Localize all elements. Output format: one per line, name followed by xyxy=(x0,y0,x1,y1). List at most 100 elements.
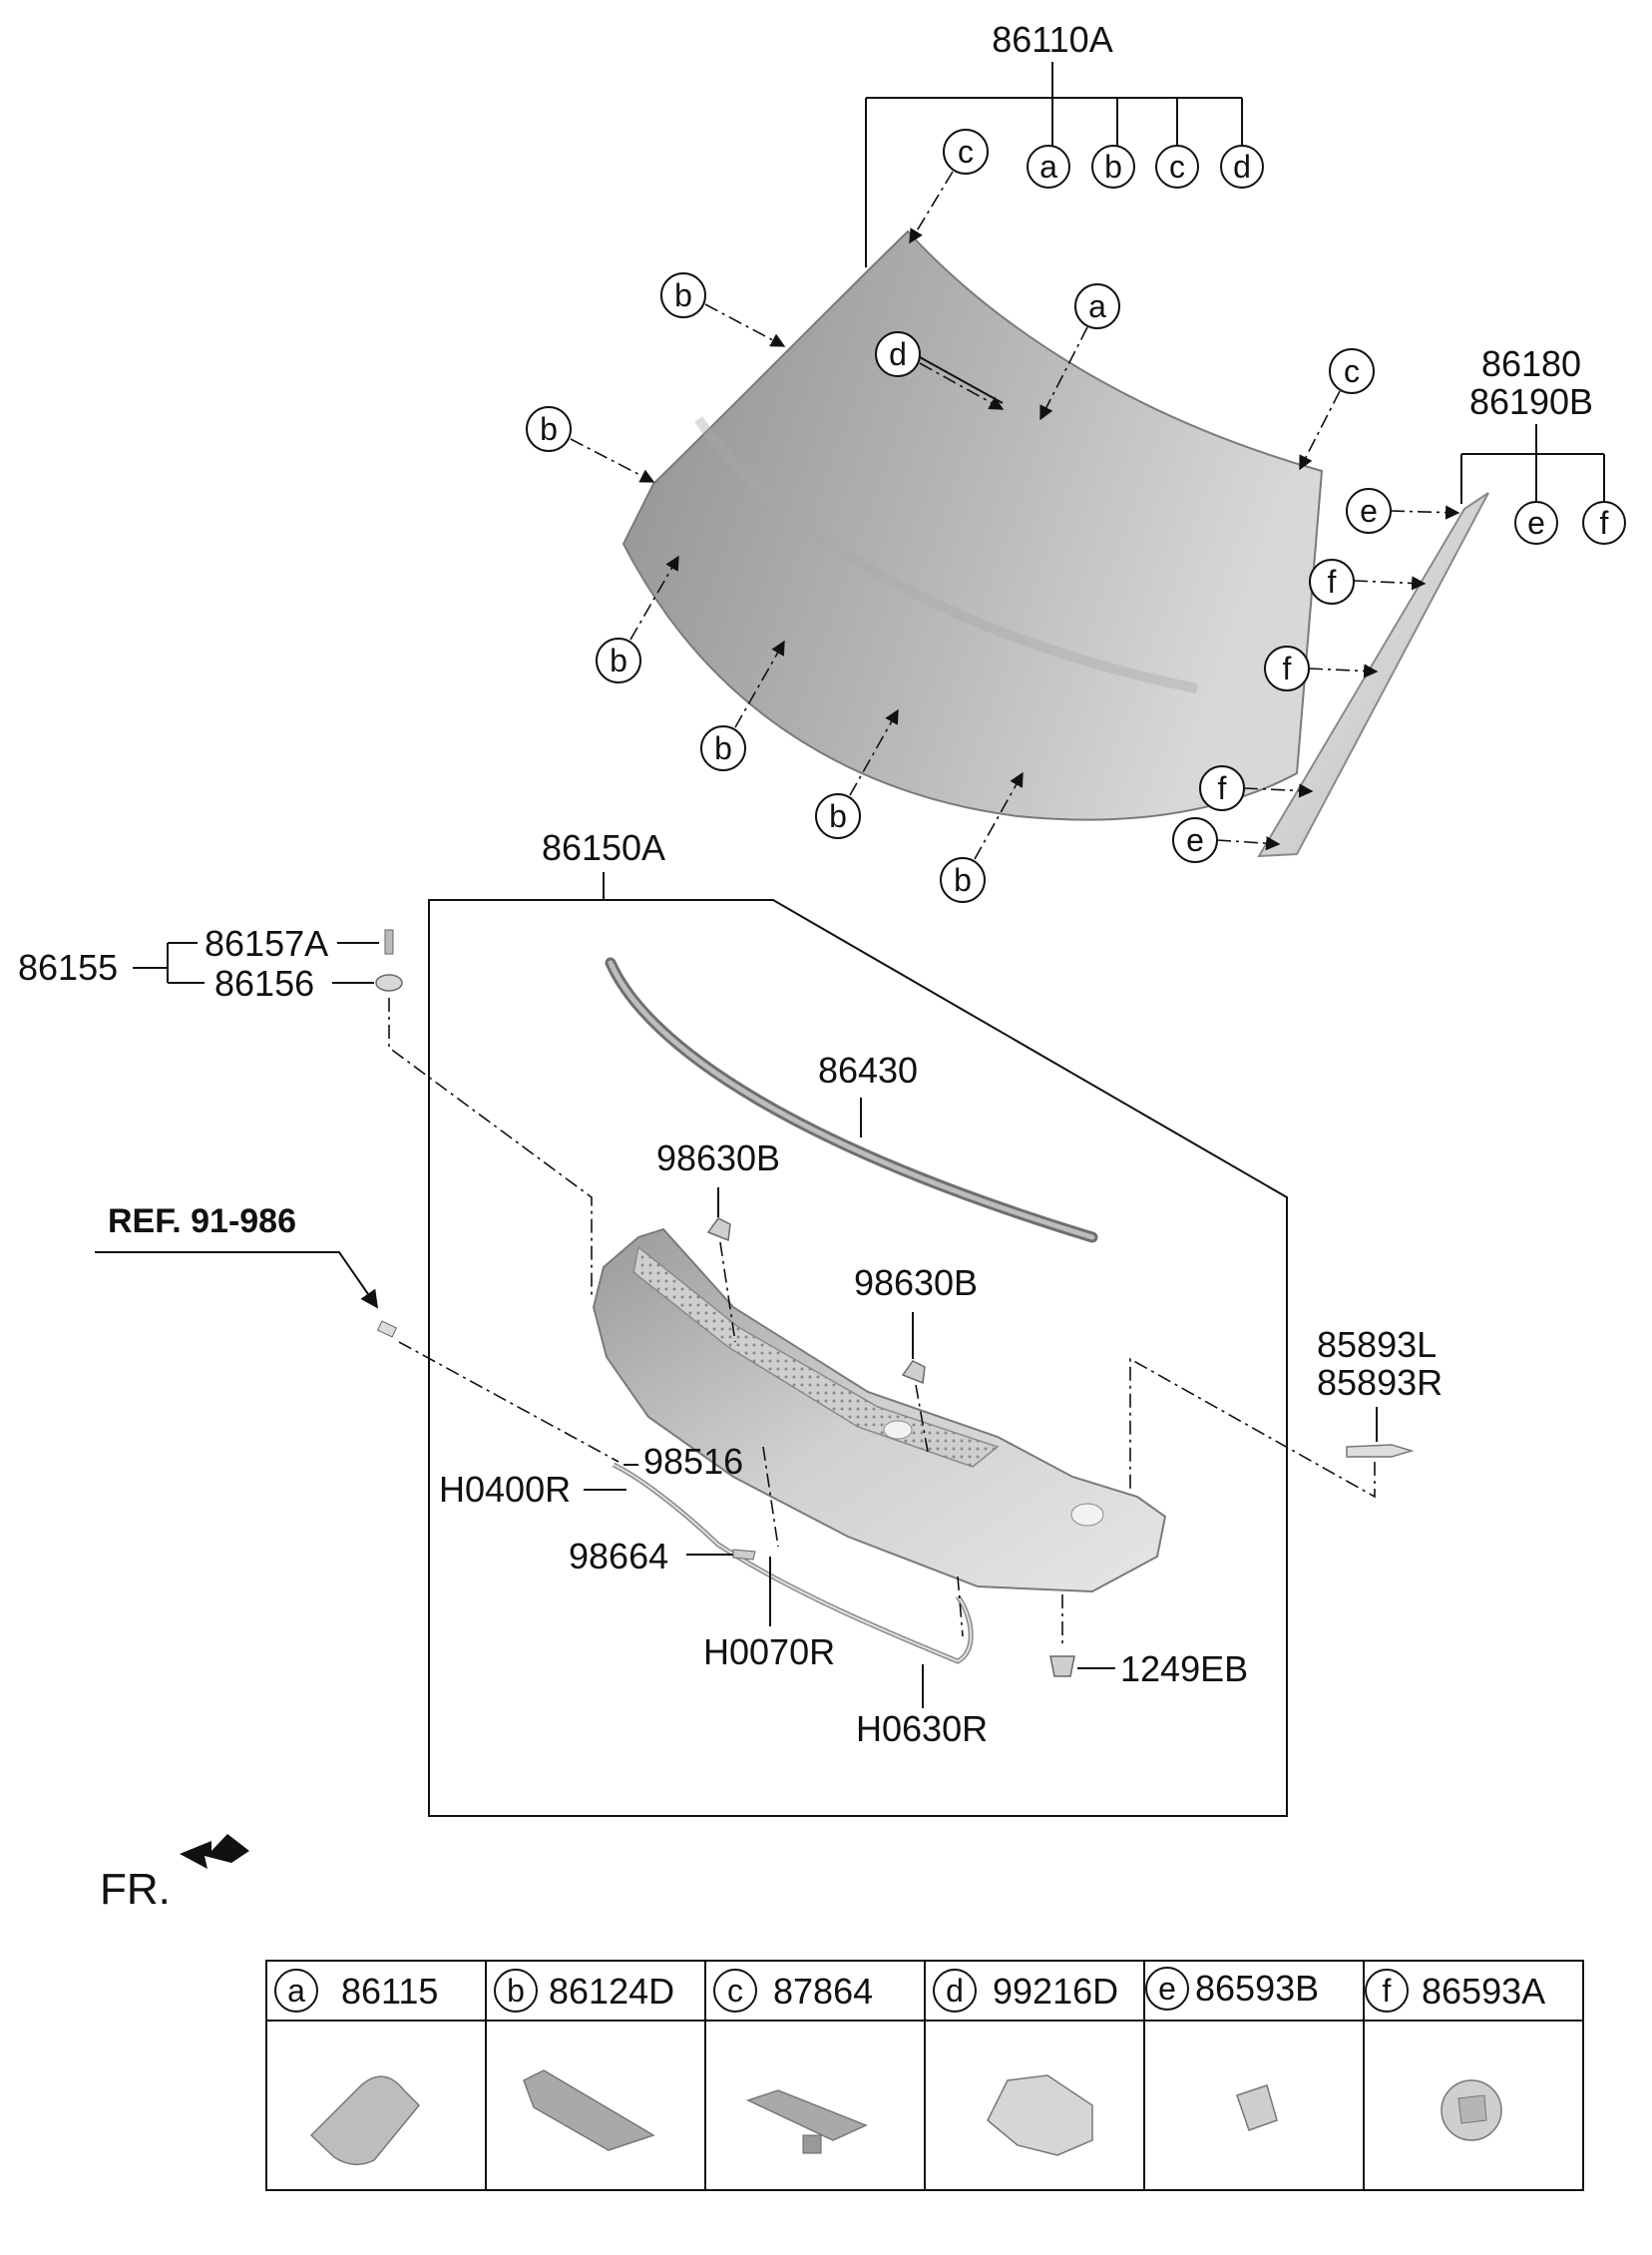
svg-text:b: b xyxy=(507,1973,525,2009)
weatherstrip-label[interactable]: 86430 xyxy=(818,1050,918,1091)
legend-image-b xyxy=(523,2069,655,2151)
windshield-group: 86110A a b c d c b b d a xyxy=(526,19,1375,903)
windshield-callout-c-top[interactable]: c xyxy=(909,129,989,244)
legend-part-e: 86593B xyxy=(1195,1968,1319,2009)
molding-part-number-1[interactable]: 86180 xyxy=(1481,343,1581,384)
fastener-parent-label[interactable]: 86155 xyxy=(18,947,118,988)
legend-image-f-center xyxy=(1457,2094,1487,2124)
clip-label-2[interactable]: 98630B xyxy=(854,1262,978,1303)
molding-callout-e-top[interactable]: e xyxy=(1346,488,1460,534)
legend-cell-d[interactable]: d 99216D xyxy=(933,1969,1118,2156)
grommet-1249eb-label[interactable]: 1249EB xyxy=(1120,1648,1248,1689)
cowl-group: 86150A 86430 98630B 98630B 86155 86157A … xyxy=(18,827,1443,1817)
legend-cell-f[interactable]: f 86593A xyxy=(1365,1969,1545,2141)
windshield-callout-b-low2[interactable]: b xyxy=(700,640,785,771)
svg-text:e: e xyxy=(1158,1971,1176,2007)
windshield-sub-ref-d[interactable]: d xyxy=(1220,145,1264,189)
legend-cell-b[interactable]: b 86124D xyxy=(494,1969,674,2151)
svg-text:a: a xyxy=(287,1973,305,2009)
windshield-sub-ref-a[interactable]: a xyxy=(1027,145,1070,189)
cowl-grille xyxy=(632,1245,1000,1468)
legend-cell-e[interactable]: e 86593B xyxy=(1145,1967,1319,2131)
front-label: FR. xyxy=(100,1865,171,1914)
clip-label-1[interactable]: 98630B xyxy=(656,1137,780,1178)
nozzle-part[interactable] xyxy=(732,1549,756,1561)
ref-dash xyxy=(398,1341,620,1463)
svg-text:b: b xyxy=(954,862,972,898)
bracket-part[interactable] xyxy=(1346,1444,1415,1458)
windshield-callout-d[interactable]: d xyxy=(875,331,1005,410)
windshield-sub-ref-b[interactable]: b xyxy=(1091,145,1135,189)
fastener-washer[interactable] xyxy=(375,974,403,992)
ref-label[interactable]: REF. 91-986 xyxy=(108,1202,296,1240)
cowl-part-number[interactable]: 86150A xyxy=(542,827,665,868)
nozzle-98664-label[interactable]: 98664 xyxy=(569,1536,668,1577)
svg-text:c: c xyxy=(727,1973,743,2009)
svg-text:f: f xyxy=(1218,770,1227,806)
hose-h0070r-label[interactable]: H0070R xyxy=(703,1631,835,1672)
windshield-sub-ref-c[interactable]: c xyxy=(1155,145,1199,189)
molding-callout-f-1[interactable]: f xyxy=(1309,559,1427,605)
hose-98516-label[interactable]: 98516 xyxy=(643,1441,743,1482)
molding-callout-f-2[interactable]: f xyxy=(1264,646,1379,691)
legend-image-a xyxy=(309,2075,421,2166)
svg-text:e: e xyxy=(1360,493,1378,529)
clip-part-2[interactable] xyxy=(901,1360,926,1385)
clip-dash-1 xyxy=(719,1241,736,1343)
svg-text:b: b xyxy=(1104,149,1122,185)
legend-cell-a[interactable]: a 86115 xyxy=(274,1969,438,2166)
molding-group: 86180 86190B e f e f f f e xyxy=(1172,343,1626,863)
svg-text:c: c xyxy=(958,134,974,170)
hose-h0400r-label[interactable]: H0400R xyxy=(439,1469,571,1510)
clip-dash-2 xyxy=(915,1384,929,1453)
windshield-callout-c-right[interactable]: c xyxy=(1299,348,1375,471)
weatherstrip-part[interactable] xyxy=(605,957,1098,1243)
cowl-group-frame xyxy=(428,899,1288,1817)
svg-text:e: e xyxy=(1186,822,1204,858)
svg-text:f: f xyxy=(1600,505,1609,541)
fastener-screw[interactable] xyxy=(384,929,394,955)
hose-dash-2 xyxy=(957,1576,964,1637)
molding-sub-ref-e[interactable]: e xyxy=(1514,501,1558,545)
windshield-callout-a[interactable]: a xyxy=(1039,283,1120,421)
fastener-dash xyxy=(388,998,593,1297)
windshield-callout-b-upper1[interactable]: b xyxy=(660,272,786,347)
fastener-child-1-label[interactable]: 86157A xyxy=(205,923,328,964)
legend-cell-c[interactable]: c 87864 xyxy=(713,1969,873,2154)
legend-part-d: 99216D xyxy=(993,1971,1118,2012)
fastener-child-2-label[interactable]: 86156 xyxy=(214,963,314,1004)
molding-part-number-2[interactable]: 86190B xyxy=(1469,381,1593,422)
legend-part-f: 86593A xyxy=(1422,1971,1545,2012)
molding-sub-ref-f[interactable]: f xyxy=(1582,501,1626,545)
windshield-shading xyxy=(693,416,1198,693)
ref-part[interactable] xyxy=(376,1320,398,1338)
svg-text:b: b xyxy=(714,730,732,766)
molding-callout-e-bottom[interactable]: e xyxy=(1172,817,1281,863)
fastener-bracket xyxy=(133,942,205,984)
svg-text:d: d xyxy=(1233,149,1251,185)
hose-dash-1 xyxy=(762,1446,779,1548)
weatherstrip-highlight xyxy=(608,960,1095,1240)
windshield-callout-b-upper2[interactable]: b xyxy=(526,406,655,483)
windshield-glass[interactable] xyxy=(621,229,1324,821)
windshield-callout-b-low3[interactable]: b xyxy=(815,708,899,839)
legend-part-b: 86124D xyxy=(549,1971,674,2012)
windshield-part-number[interactable]: 86110A xyxy=(992,19,1112,60)
svg-text:e: e xyxy=(1527,505,1545,541)
legend-part-c: 87864 xyxy=(773,1971,873,2012)
svg-text:a: a xyxy=(1088,288,1106,324)
svg-text:b: b xyxy=(540,411,558,447)
molding-callout-f-3[interactable]: f xyxy=(1199,765,1314,811)
legend-image-d xyxy=(987,2074,1093,2156)
hose-h0630r-label[interactable]: H0630R xyxy=(856,1708,988,1749)
legend-part-a: 86115 xyxy=(341,1971,438,2012)
ref-leader xyxy=(95,1251,379,1309)
bracket-l-label[interactable]: 85893L xyxy=(1317,1324,1437,1365)
bracket-r-label[interactable]: 85893R xyxy=(1317,1362,1443,1403)
windshield-callout-b-low4[interactable]: b xyxy=(940,771,1024,903)
legend-image-c xyxy=(745,2089,868,2141)
windshield-callout-b-low1[interactable]: b xyxy=(596,555,679,683)
grommet-part[interactable] xyxy=(1049,1655,1075,1677)
clip-part-1[interactable] xyxy=(706,1217,731,1242)
